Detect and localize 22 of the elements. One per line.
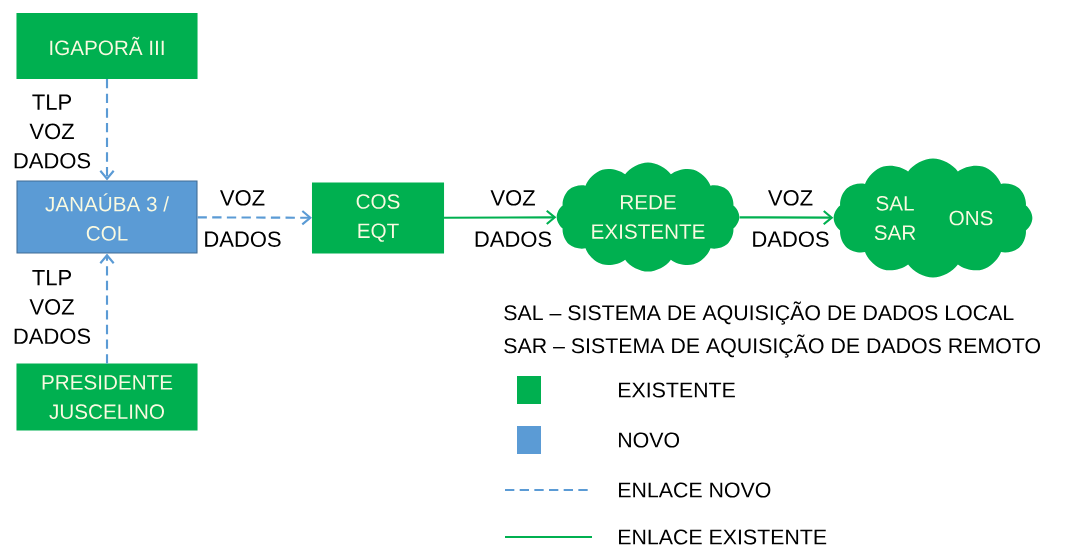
station-box: COS EQT [311,182,445,254]
cloud: REDE EXISTENTE [556,162,740,272]
edge-label: VOZ DADOS [205,190,281,247]
edge-label: VOZ DADOS [753,190,829,247]
station-box: JANAÚBA 3 / COL [16,180,198,254]
cloud: SAL SAR ONS [833,158,1033,278]
edge-label: TLP VOZ DADOS [14,94,91,169]
legend-text: EXISTENTE [619,382,735,398]
station-box: PRESIDENTE JUSCELINO [16,363,198,431]
station-box: IGAPORÃ III [16,12,198,80]
arrow [197,210,312,226]
arrow [99,253,115,364]
definition-text: SAL – SISTEMA DE AQUISIÇÃO DE DADOS LOCAL [504,301,1014,325]
arrow [99,79,115,181]
legend-text: ENLACE NOVO [619,482,771,498]
arrow [739,210,834,226]
definition-text: SAR – SISTEMA DE AQUISIÇÃO DE DADOS REMOTO [504,334,1041,358]
legend-text: NOVO [619,432,680,448]
edge-label: TLP VOZ DADOS [14,270,91,344]
arrow [444,209,557,225]
legend-text: ENLACE EXISTENTE [619,529,827,545]
edge-label: VOZ DADOS [475,190,552,247]
